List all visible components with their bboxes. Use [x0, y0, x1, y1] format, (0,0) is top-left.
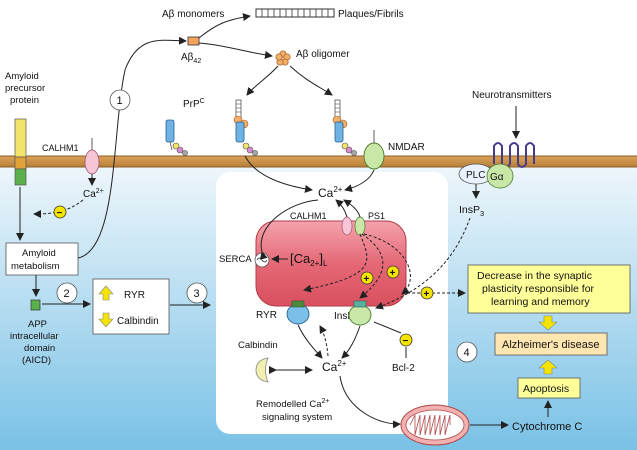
- plasticity-line1: Decrease in the synaptic: [477, 270, 592, 282]
- amyloid-metabolism-line2: metabolism: [11, 261, 60, 272]
- alzheimers-disease-label: Alzheimer's disease: [502, 339, 599, 351]
- calhm1-er-label: CALHM1: [290, 211, 327, 221]
- svg-text:−: −: [57, 208, 63, 219]
- remodelled-caption-line1: Remodelled Ca2+: [256, 398, 329, 410]
- calhm1-er-channel: [341, 216, 353, 236]
- cytochrome-c-label: Cytochrome C: [512, 421, 582, 433]
- aicd-line1: APP: [28, 319, 47, 330]
- plaques-fibrils-label: Plaques/Fibrils: [338, 9, 404, 20]
- gq-label: Gα: [490, 172, 504, 183]
- calbindin-down-label: Calbindin: [117, 316, 159, 327]
- inhibit-badge-2: [399, 333, 413, 347]
- plasma-membrane: [0, 156, 637, 167]
- activate-badge-3: [420, 286, 434, 300]
- calbindin-er-label: Calbindin: [238, 340, 278, 351]
- svg-text:+: +: [424, 289, 430, 300]
- abeta-monomers-label: Aβ monomers: [162, 9, 224, 20]
- ca-top-label: Ca2+: [318, 185, 343, 200]
- step-1-number: 1: [117, 95, 123, 107]
- ca-cyto-label: Ca2+: [83, 188, 104, 200]
- serca-pump: [254, 252, 270, 268]
- remodelled-caption-line2: signaling system: [262, 412, 332, 423]
- step-2-badge: [56, 282, 78, 304]
- abeta42-label: Aβ42: [181, 52, 201, 65]
- app-label-line1: Amyloid: [5, 71, 39, 82]
- activate-badge-1: [360, 271, 374, 285]
- nmdar-channel: [363, 130, 385, 170]
- down-arrow-icon: [98, 312, 114, 328]
- ryr-channel: [286, 300, 310, 325]
- activate-badge-2: [386, 265, 400, 279]
- up-arrow-icon: [98, 285, 114, 301]
- step-3-badge: [186, 282, 208, 304]
- ps1-channel: [354, 216, 366, 236]
- neurotransmitters-label: Neurotransmitters: [472, 90, 551, 101]
- inhibit-badge-1: [53, 205, 67, 219]
- gq-protein: [486, 163, 514, 189]
- amyloid-metabolism-box: [5, 242, 79, 276]
- endoplasmic-reticulum: [255, 220, 407, 307]
- insp3-label: InsP3: [459, 204, 484, 218]
- step-2-number: 2: [64, 288, 70, 300]
- up-arrow-yellow-icon: [538, 359, 558, 375]
- apoptosis-box: [517, 377, 581, 399]
- alzheimers-disease-box: [494, 332, 608, 356]
- app-label-line2: precursor: [5, 83, 45, 94]
- bcl2-label: Bcl-2: [392, 363, 415, 374]
- nmdar-label: NMDAR: [388, 142, 425, 153]
- prpc-oligomer-complex-2: [332, 99, 357, 156]
- svg-text:+: +: [364, 274, 370, 285]
- step-1-badge: [109, 89, 131, 111]
- abeta-oligomer-label: Aβ oligomer: [296, 49, 350, 60]
- app-protein-bar: [14, 118, 27, 186]
- ca-bottom-label: Ca2+: [322, 359, 347, 374]
- svg-text:−: −: [403, 336, 409, 347]
- prpc-label: PrPC: [183, 98, 205, 110]
- gpcr-receptor-icon: [493, 142, 535, 168]
- ca-er-label: [Ca2+]L: [290, 251, 328, 268]
- abeta42-icon: [187, 36, 200, 46]
- amyloid-metabolism-line1: Amyloid: [22, 248, 56, 259]
- aicd-line2: intracellular: [10, 331, 59, 342]
- calbindin-protein: [255, 357, 269, 383]
- prpc-receptor: [165, 119, 188, 156]
- synaptic-plasticity-box: [467, 264, 631, 314]
- calhm1-membrane-label: CALHM1: [42, 143, 79, 153]
- serca-label: SERCA: [219, 254, 252, 265]
- plasticity-line2: plasticity responsible for: [482, 283, 595, 295]
- step-4-badge: [456, 341, 478, 363]
- plasticity-line3: learning and memory: [491, 296, 590, 308]
- plaques-fibrils-icon: [255, 8, 335, 18]
- step-4-number: 4: [464, 347, 470, 359]
- aicd-line3: domain: [24, 343, 55, 354]
- ryr-up-label: RYR: [124, 290, 145, 301]
- svg-text:+: +: [390, 268, 396, 279]
- step-3-number: 3: [194, 288, 200, 300]
- aicd-icon: [30, 299, 41, 311]
- plc-label: PLC: [466, 170, 485, 181]
- down-arrow-yellow-icon: [538, 315, 558, 331]
- abeta-oligomer-icon: [275, 50, 291, 66]
- aicd-line4: (AICD): [22, 355, 51, 366]
- prpc-oligomer-complex: [233, 99, 258, 156]
- ryr-er-label: RYR: [256, 310, 277, 321]
- mitochondrion-icon: [400, 404, 470, 446]
- insp3r-channel: [348, 300, 372, 326]
- extracellular-space: [0, 0, 637, 158]
- apoptosis-label: Apoptosis: [523, 383, 569, 395]
- ps1-label: PS1: [368, 211, 385, 221]
- app-label-line3: protein: [10, 95, 39, 106]
